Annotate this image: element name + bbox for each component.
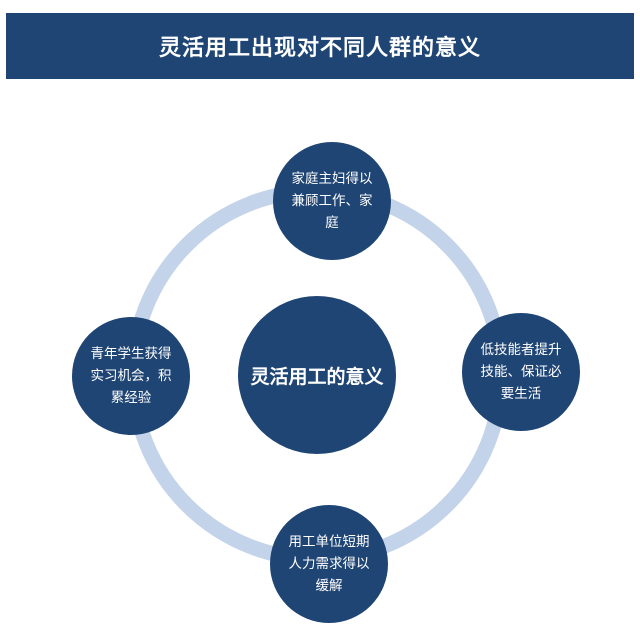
node-left: 青年学生获得实习机会，积累经验	[72, 317, 190, 435]
center-node: 灵活用工的意义	[238, 296, 396, 454]
node-right-label: 低技能者提升技能、保证必要生活	[480, 342, 562, 402]
node-top-label: 家庭主妇得以兼顾工作、家庭	[291, 171, 373, 231]
node-bottom: 用工单位短期人力需求得以缓解	[270, 505, 388, 623]
node-bottom-label: 用工单位短期人力需求得以缓解	[288, 534, 370, 594]
node-top: 家庭主妇得以兼顾工作、家庭	[273, 142, 391, 260]
center-node-label: 灵活用工的意义	[250, 365, 384, 388]
node-left-label: 青年学生获得实习机会，积累经验	[90, 346, 172, 406]
page-title: 灵活用工出现对不同人群的意义	[158, 36, 481, 61]
node-right: 低技能者提升技能、保证必要生活	[462, 313, 580, 431]
title-bar: 灵活用工出现对不同人群的意义	[6, 13, 634, 79]
